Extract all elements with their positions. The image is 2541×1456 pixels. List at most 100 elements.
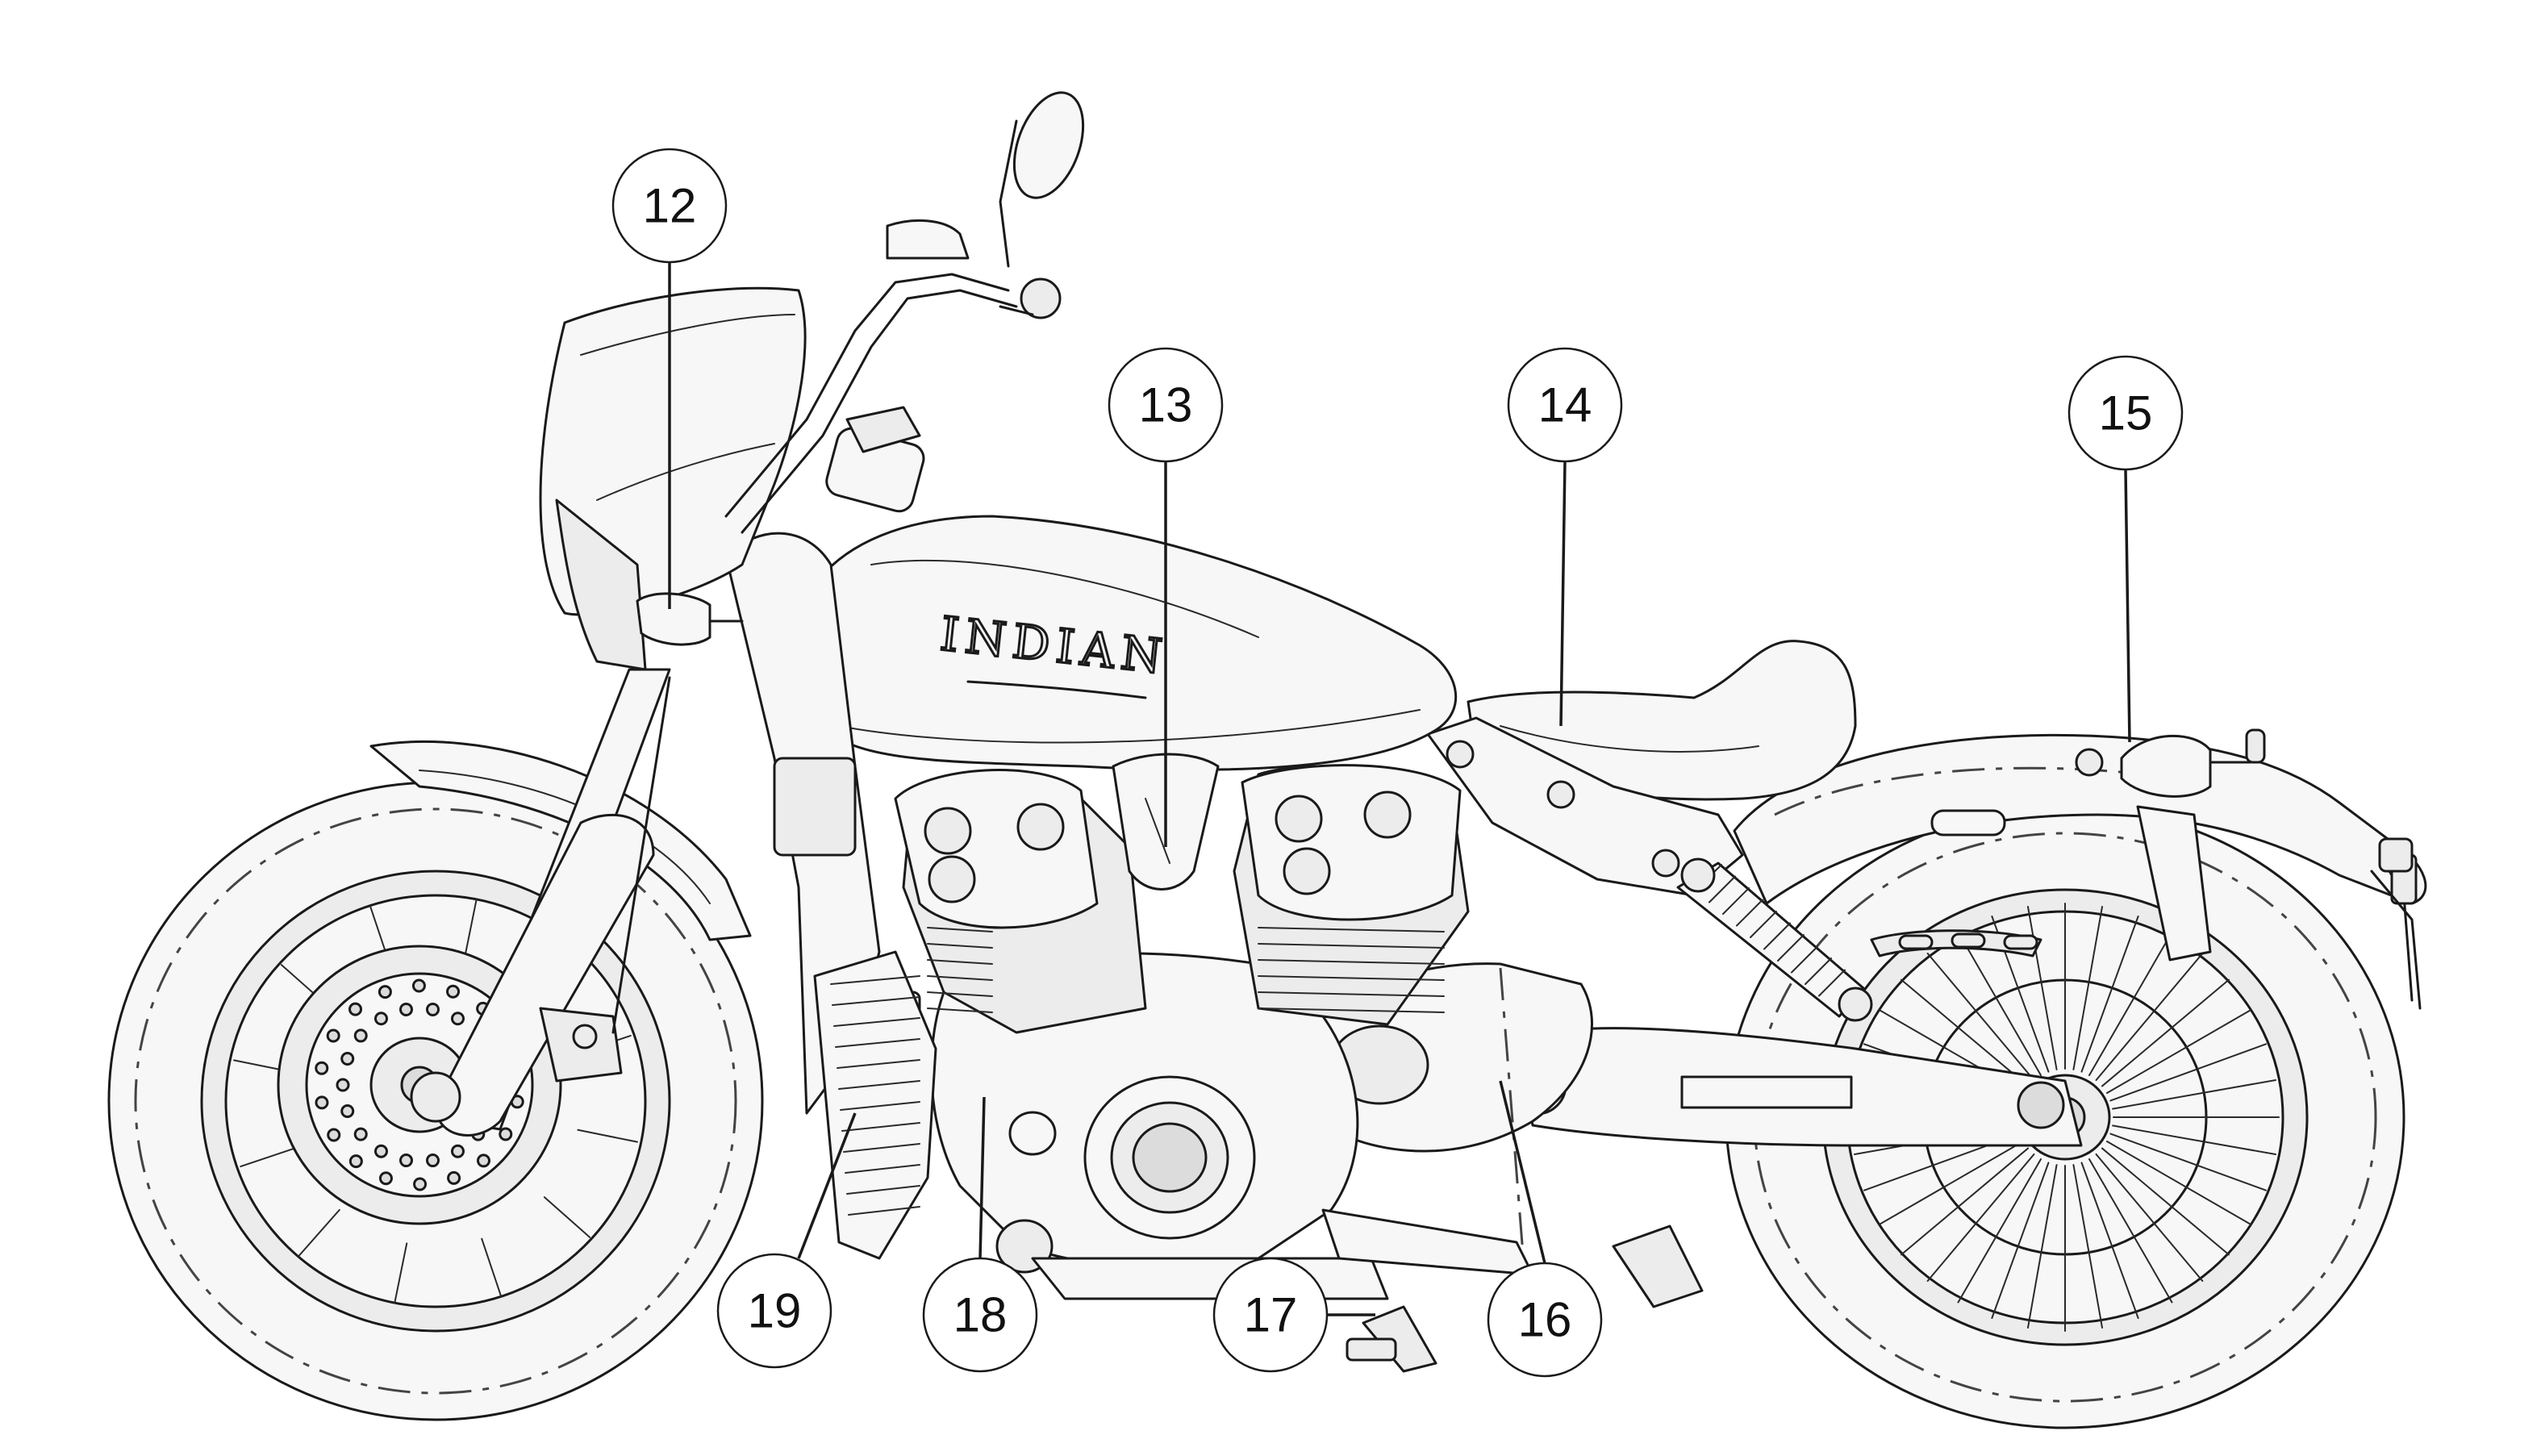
disc-hole xyxy=(378,985,392,999)
callout-13: 13 xyxy=(1108,347,1224,847)
spoke-line xyxy=(2095,952,2204,1082)
disc-hole xyxy=(315,1061,329,1075)
spoke-line xyxy=(1957,931,2042,1077)
callouts: 12 13 14 15 16 17 xyxy=(611,148,2184,1378)
spoke-line xyxy=(2026,906,2058,1070)
disc-hole xyxy=(413,1177,428,1191)
disc-hole xyxy=(353,1028,368,1043)
radiator-fin xyxy=(833,1017,920,1027)
fuel-tank: INDIAN xyxy=(799,515,1458,771)
lower-assembly xyxy=(1321,1208,1704,1373)
callout-label-13: 13 xyxy=(1139,378,1193,432)
callout-label-16: 16 xyxy=(1518,1293,1572,1347)
handlebar xyxy=(724,91,1085,534)
disc-hole xyxy=(447,1170,461,1185)
disc-hole xyxy=(425,1002,440,1016)
cooling-fin xyxy=(1258,959,1445,965)
cooling-fin xyxy=(927,1008,993,1013)
callout-12: 12 xyxy=(611,148,728,609)
windscreen xyxy=(539,286,807,671)
disc-hole xyxy=(315,1095,329,1110)
disc-hole xyxy=(340,1052,355,1066)
spoke-line xyxy=(463,899,478,960)
disc-hole xyxy=(348,1002,363,1016)
spoke-line xyxy=(2026,1164,2058,1329)
spoke-line xyxy=(394,1242,408,1304)
head-bolt-cover xyxy=(1016,803,1065,851)
spoke-line xyxy=(2095,1153,2204,1283)
spoke-line xyxy=(2112,1124,2276,1156)
spoke-line xyxy=(2101,1147,2230,1256)
rear-turn-signal xyxy=(2120,728,2266,798)
radiator-fin xyxy=(848,1206,920,1216)
spoke-line xyxy=(298,1208,340,1257)
radiator-fin xyxy=(830,975,920,985)
spoke-line xyxy=(1926,952,2035,1082)
head-bolt-cover xyxy=(1283,847,1331,895)
disc-hole xyxy=(451,1012,465,1026)
head-bolt-cover xyxy=(928,855,976,903)
spoke-line xyxy=(1957,1158,2042,1304)
radiator-fin xyxy=(843,1143,920,1153)
callout-17: 17 xyxy=(1212,1257,1375,1373)
cooling-fin xyxy=(927,943,993,949)
radiator-fin xyxy=(832,996,920,1006)
spoke-line xyxy=(2088,931,2173,1077)
disc-hole xyxy=(476,1154,490,1168)
callout-15: 15 xyxy=(2067,355,2184,743)
radiator-fin xyxy=(845,1164,920,1174)
disc-hole xyxy=(425,1154,440,1168)
disc-hole xyxy=(336,1078,350,1092)
spoke-line xyxy=(2072,906,2104,1070)
license-bracket xyxy=(2370,837,2422,1010)
rear-shock xyxy=(1676,857,1873,1022)
disc-hole xyxy=(399,1002,414,1016)
callout-18: 18 xyxy=(922,1096,1038,1373)
cooling-fin xyxy=(927,991,993,997)
spoke-line xyxy=(2080,1162,2139,1320)
callout-label-14: 14 xyxy=(1538,378,1592,432)
disc-hole xyxy=(446,984,461,999)
disc-hole xyxy=(399,1154,414,1168)
disc-hole xyxy=(340,1103,355,1118)
callout-label-15: 15 xyxy=(2099,386,2153,440)
cooling-fin xyxy=(1258,975,1445,981)
rear-frame xyxy=(1426,716,2104,897)
radiator xyxy=(813,950,937,1260)
cooling-fin xyxy=(1258,1008,1445,1013)
radiator-fin xyxy=(846,1185,920,1195)
callout-label-18: 18 xyxy=(953,1288,1008,1342)
disc-hole xyxy=(327,1128,341,1142)
spoke-line xyxy=(577,1129,638,1143)
spoke-line xyxy=(240,1146,299,1168)
cooling-fin xyxy=(1258,991,1445,997)
engine xyxy=(894,753,1470,1300)
spoke-line xyxy=(1926,1153,2035,1283)
cooling-fin xyxy=(1258,927,1445,932)
disc-hole xyxy=(411,978,426,993)
spoke-line xyxy=(2101,978,2230,1087)
spoke-line xyxy=(1879,1141,2025,1225)
spoke-line xyxy=(481,1237,503,1297)
spoke-line xyxy=(2109,1043,2268,1102)
spoke-line xyxy=(2105,1009,2251,1094)
cooling-fin xyxy=(1258,943,1445,949)
cooling-fin xyxy=(927,975,993,981)
cooling-fin xyxy=(927,927,993,932)
spoke-line xyxy=(1900,1147,2030,1256)
spoke-line xyxy=(2072,1164,2104,1329)
callout-label-19: 19 xyxy=(748,1284,802,1338)
radiator-fin xyxy=(840,1101,920,1111)
disc-hole xyxy=(348,1154,363,1169)
disc-hole xyxy=(499,1127,513,1141)
spoke-line xyxy=(1991,1162,2050,1320)
disc-hole xyxy=(326,1028,340,1043)
front-turn-signal xyxy=(636,592,744,646)
spoke-line xyxy=(2088,1158,2173,1304)
callout-14: 14 xyxy=(1507,347,1623,727)
head-bolt-cover xyxy=(1275,795,1323,843)
disc-hole xyxy=(378,1171,393,1186)
radiator-fin xyxy=(841,1122,920,1132)
disc-hole xyxy=(353,1127,368,1141)
